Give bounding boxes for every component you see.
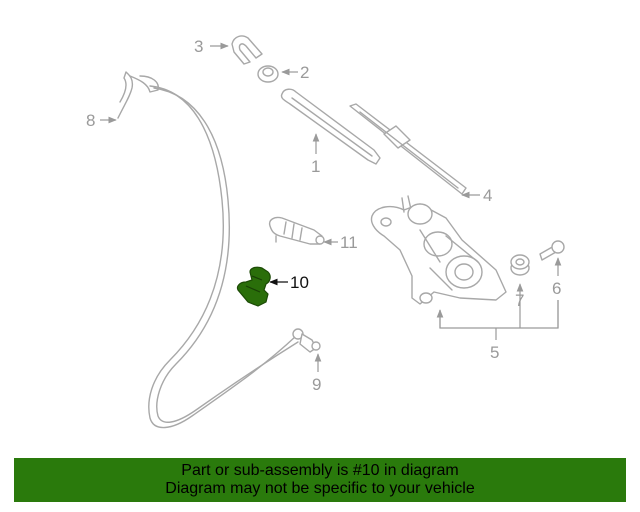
callout-2: 2 — [300, 63, 309, 82]
callout-6: 6 — [552, 279, 561, 298]
banner-line-1: Part or sub-assembly is #10 in diagram — [181, 462, 459, 479]
wiper-blade-part-4 — [349, 103, 467, 195]
leader-lines — [100, 42, 562, 372]
callout-9: 9 — [312, 375, 321, 394]
callout-labels: 1 2 3 4 5 6 7 8 9 10 11 — [86, 37, 561, 394]
callout-8: 8 — [86, 111, 95, 130]
part-info-banner: Part or sub-assembly is #10 in diagram D… — [14, 458, 626, 502]
fitting-part-9 — [292, 328, 321, 353]
callout-3: 3 — [194, 37, 203, 56]
bolt-part-6 — [539, 240, 565, 261]
nut-part-2 — [257, 65, 279, 83]
callout-10: 10 — [290, 273, 309, 292]
banner-line-2: Diagram may not be specific to your vehi… — [165, 480, 475, 497]
wiper-arm-part-1 — [280, 88, 381, 165]
callout-11: 11 — [340, 233, 358, 252]
connector-part-11 — [268, 216, 325, 245]
wiper-motor-part-5 — [370, 195, 507, 305]
nozzle-part-10 — [236, 266, 271, 307]
grommet-part-7 — [510, 254, 530, 276]
callout-5: 5 — [490, 343, 499, 362]
callout-4: 4 — [483, 186, 492, 205]
clip-part-3 — [231, 35, 263, 65]
washer-hose-part-8 — [117, 71, 299, 429]
callout-7: 7 — [515, 291, 524, 310]
callout-1: 1 — [311, 157, 320, 176]
